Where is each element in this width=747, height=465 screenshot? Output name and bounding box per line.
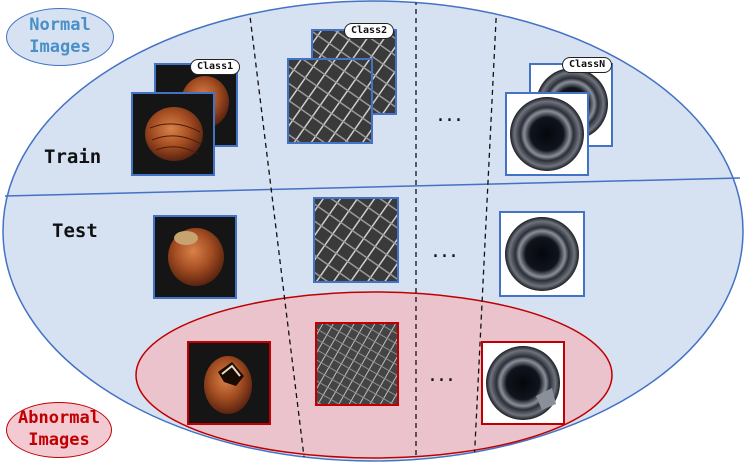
class1-test-image (153, 215, 237, 299)
normal-images-legend: Normal Images (6, 8, 114, 66)
train-test-divider (4, 177, 741, 197)
classN-tag: ClassN (562, 57, 613, 73)
normal-legend-line1: Normal (29, 15, 91, 35)
class2-tag: Class2 (344, 23, 395, 39)
abnormal-legend-line2: Images (28, 430, 90, 450)
classN-train-image-front (505, 92, 589, 176)
class1-abnormal-image (187, 341, 271, 425)
train-row-label: Train (44, 146, 102, 168)
normal-legend-line2: Images (29, 37, 91, 57)
class1-train-image-front (131, 92, 215, 176)
class2-abnormal-image (315, 322, 399, 406)
class1-tag: Class1 (190, 59, 241, 75)
abnormal-images-legend: Abnormal Images (6, 402, 112, 458)
class2-train-image-front (287, 58, 373, 144)
test-row-label: Test (52, 220, 98, 242)
classN-test-image (499, 211, 585, 297)
train-ellipsis: ... (437, 102, 464, 127)
class2-test-image (313, 197, 399, 283)
column-separators (247, 1, 498, 461)
abnormal-legend-line1: Abnormal (18, 408, 100, 428)
test-ellipsis: ... (432, 238, 459, 263)
abnormal-ellipsis: ... (429, 362, 456, 387)
classN-abnormal-image (481, 341, 565, 425)
